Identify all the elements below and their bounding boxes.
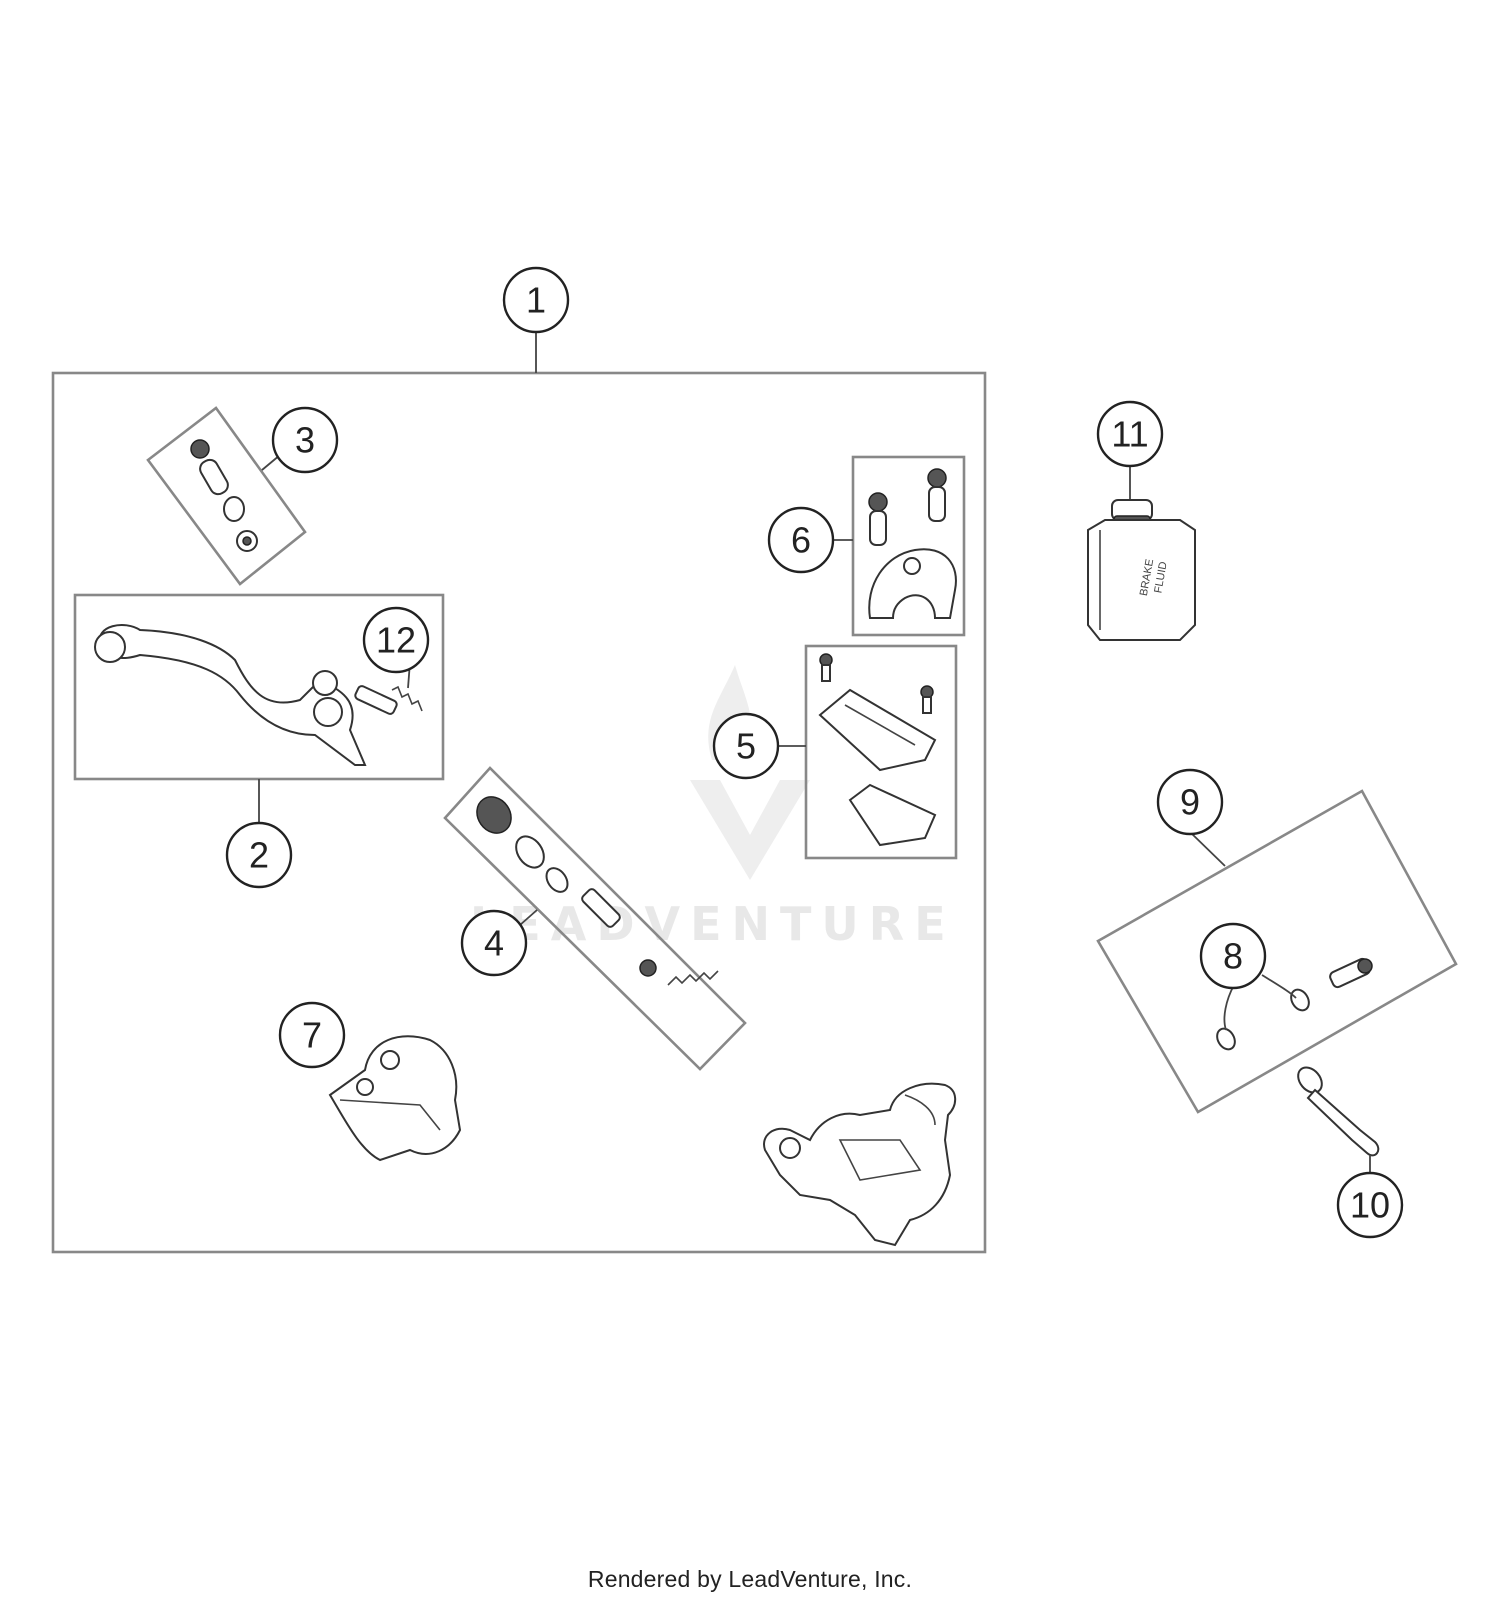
kit-5-frame	[804, 644, 958, 860]
callout-3-label: 3	[295, 420, 315, 461]
master-cylinder-clamp-arc	[904, 1094, 936, 1126]
piston	[581, 888, 621, 928]
kit-6-bolt-b	[928, 486, 946, 522]
callout-8: 8	[1199, 922, 1267, 990]
callout-3: 3	[271, 406, 339, 474]
sealing-ring-a	[1216, 1027, 1236, 1051]
leader-8a	[1223, 984, 1235, 1031]
bottle-label-line-2: FLUID	[1152, 561, 1169, 594]
reservoir-cover	[818, 688, 937, 772]
callout-2-label: 2	[249, 835, 269, 876]
sealing-ring-b	[1290, 988, 1310, 1012]
assembly-frame-1	[51, 371, 987, 1254]
leader-9	[1189, 831, 1226, 867]
callout-4-label: 4	[484, 923, 504, 964]
callout-1: 1	[502, 266, 570, 334]
housing-7-body	[328, 1035, 462, 1162]
piston-seal-b	[545, 867, 569, 893]
part-9-kit	[1096, 789, 1458, 1114]
bottle-body	[1087, 519, 1196, 641]
callout-4: 4	[460, 909, 528, 977]
lever-ball-end	[94, 631, 126, 663]
kit-3-washer-hole	[242, 536, 252, 546]
piston-spring	[667, 970, 719, 986]
callout-8-label: 8	[1223, 936, 1243, 977]
callout-10-label: 10	[1350, 1185, 1390, 1226]
leader-8b	[1261, 974, 1297, 999]
handlebar-clamp	[868, 548, 957, 619]
reservoir-diaphragm	[848, 783, 937, 847]
callout-2: 2	[225, 821, 293, 889]
part-6-kit	[833, 455, 966, 637]
callout-11: 11	[1096, 400, 1164, 468]
part-5-kit	[778, 644, 958, 860]
watermark-text: LEADVENTURE	[470, 897, 956, 951]
callout-5-label: 5	[736, 726, 756, 767]
brake-lever	[98, 624, 367, 766]
reservoir-cover-detail	[844, 704, 916, 746]
callout-9: 9	[1156, 768, 1224, 836]
kit-3-nut	[190, 439, 210, 459]
callout-6-label: 6	[791, 520, 811, 561]
dust-boot	[476, 796, 512, 834]
lever-bore	[313, 697, 343, 727]
kit-6-frame	[851, 455, 966, 637]
master-cylinder-pivot	[779, 1137, 801, 1159]
callout-1-label: 1	[526, 280, 546, 321]
kit-6-bolt-a	[869, 510, 887, 546]
master-cylinder-reservoir	[838, 1139, 922, 1181]
spring-12	[391, 685, 423, 712]
kit-9-frame	[1096, 789, 1458, 1114]
callout-11-label: 11	[1111, 414, 1148, 455]
piston-seal-a	[515, 835, 545, 869]
kit-3-bushing	[199, 458, 229, 496]
kit-5-screw-a-shank	[821, 664, 831, 682]
part-11-brake-fluid: BRAKE FLUID	[1087, 466, 1196, 641]
adjuster-screw	[354, 685, 398, 715]
part-3-kit	[146, 406, 307, 586]
leader-4	[519, 909, 538, 926]
callout-6: 6	[767, 506, 835, 574]
lever-pivot	[312, 670, 338, 696]
callout-10: 10	[1336, 1171, 1404, 1239]
kit-3-spacer	[223, 496, 245, 522]
callout-12: 12	[362, 606, 430, 674]
piston-cup	[639, 959, 657, 977]
part-10-fitting	[1297, 1066, 1380, 1175]
callout-7: 7	[278, 1001, 346, 1069]
rendered-by-footer: Rendered by LeadVenture, Inc.	[587, 1566, 913, 1592]
callout-12-label: 12	[376, 620, 416, 661]
kit-3-frame	[146, 406, 307, 586]
kit-6-bolt-head-b	[927, 468, 947, 488]
callout-5: 5	[712, 712, 780, 780]
clamp-hole	[903, 557, 921, 575]
kit-4-frame	[443, 766, 747, 1071]
callout-9-label: 9	[1180, 782, 1200, 823]
master-cylinder-body	[763, 1082, 957, 1247]
master-cylinder-outline	[763, 1082, 957, 1247]
kit-5-screw-b-shank	[922, 696, 932, 714]
part-4-kit	[443, 766, 747, 1071]
housing-7-bore	[380, 1050, 400, 1070]
fitting-eye	[1297, 1066, 1323, 1094]
banjo-bolt-head	[1357, 958, 1373, 974]
kit-6-bolt-head-a	[868, 492, 888, 512]
fitting-stem	[1306, 1088, 1380, 1157]
part-7-housing	[328, 1035, 462, 1162]
housing-7-edge	[339, 1099, 441, 1131]
housing-7-pivot	[356, 1078, 374, 1096]
callout-7-label: 7	[302, 1015, 322, 1056]
